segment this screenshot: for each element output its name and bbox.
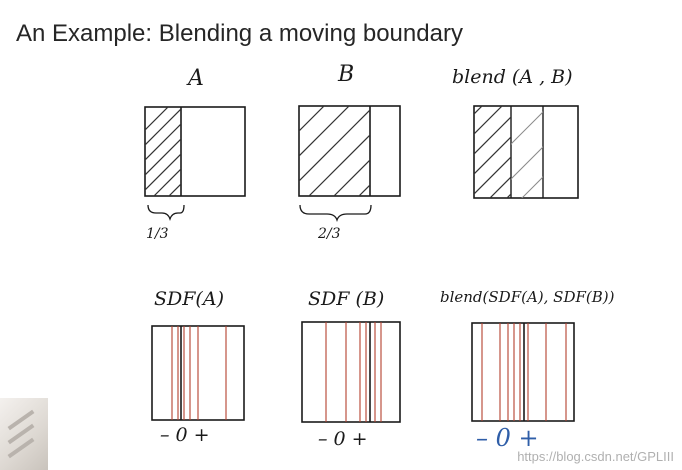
watermark: https://blog.csdn.net/GPLIII bbox=[517, 449, 674, 464]
sign-label-b: – 0 + bbox=[318, 428, 368, 450]
sdf-a-isolines bbox=[171, 326, 227, 420]
label-sdf-b: SDF (B) bbox=[308, 288, 385, 310]
sign-label-a: – 0 + bbox=[160, 424, 210, 446]
brace-a bbox=[147, 204, 185, 222]
box-sdf-b bbox=[301, 321, 401, 423]
box-sdf-a bbox=[151, 325, 245, 421]
hatch-blend-dense bbox=[474, 106, 511, 198]
box-a bbox=[144, 106, 246, 222]
box-b bbox=[298, 105, 401, 223]
label-one-third: 1/3 bbox=[146, 226, 169, 242]
box-blend bbox=[473, 105, 579, 199]
label-sdf-a: SDF(A) bbox=[154, 288, 224, 310]
sdf-b-isolines bbox=[325, 322, 382, 422]
brace-b bbox=[299, 204, 372, 223]
hatch-blend-light bbox=[511, 111, 543, 198]
label-blend-sdf: blend(SDF(A), SDF(B)) bbox=[440, 288, 615, 306]
box-blend-sdf bbox=[471, 322, 575, 422]
blend-sdf-isolines bbox=[481, 323, 567, 421]
label-two-thirds: 2/3 bbox=[318, 226, 341, 242]
hatch-b bbox=[299, 106, 370, 196]
label-b: B bbox=[338, 62, 355, 87]
slide-title: An Example: Blending a moving boundary bbox=[16, 20, 463, 47]
label-a: A bbox=[188, 66, 204, 91]
label-blend: blend (A , B) bbox=[452, 66, 573, 88]
presenter-video-thumbnail bbox=[0, 398, 48, 470]
hatch-a bbox=[145, 107, 181, 196]
sign-label-blend: – 0 + bbox=[476, 424, 539, 452]
